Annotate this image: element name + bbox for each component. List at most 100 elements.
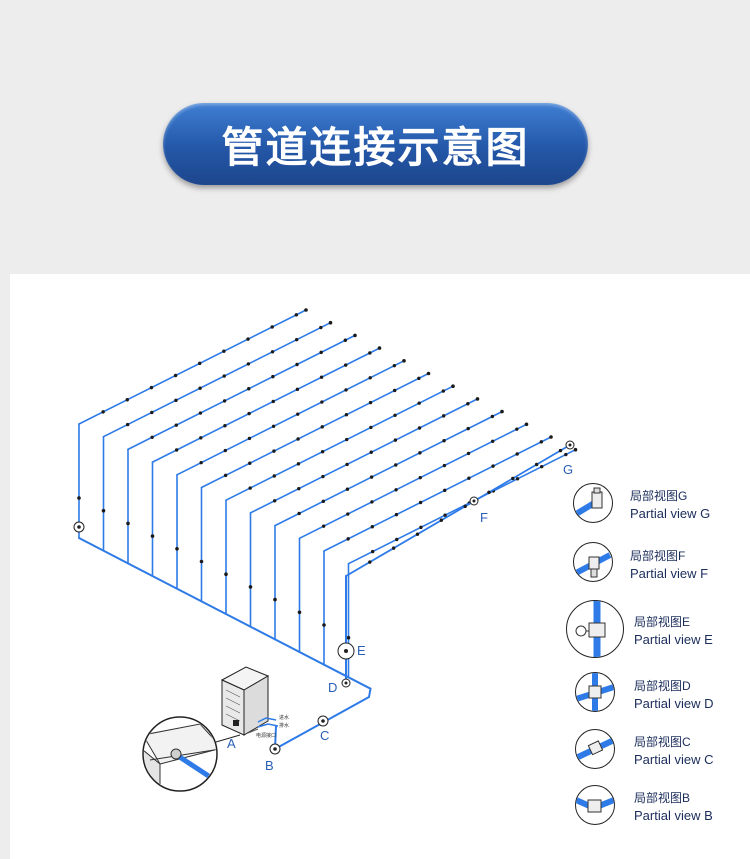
marker-f-ring xyxy=(469,496,479,506)
branch-end-cap xyxy=(573,447,578,452)
nozzle xyxy=(321,524,326,528)
branch-end-cap xyxy=(353,333,357,338)
nozzle xyxy=(222,399,227,403)
riser-fitting xyxy=(322,623,326,627)
nozzle xyxy=(511,476,515,481)
nozzle xyxy=(439,518,444,522)
nozzle xyxy=(101,410,105,414)
nozzle xyxy=(463,504,467,509)
inlet-label: 进水 xyxy=(279,714,289,721)
nozzle xyxy=(321,474,325,479)
nozzle xyxy=(443,513,447,517)
point-label-g: G xyxy=(563,462,573,477)
nozzle xyxy=(320,449,325,454)
nozzle xyxy=(466,402,470,406)
branch-end-cap xyxy=(549,435,553,439)
nozzle xyxy=(125,422,130,427)
nozzle xyxy=(539,464,544,469)
legend-e-en: Partial view E xyxy=(634,632,713,647)
legend-c-en: Partial view C xyxy=(634,752,714,767)
nozzle xyxy=(345,487,350,491)
nozzle xyxy=(223,448,227,453)
nozzle xyxy=(173,373,178,378)
nozzle xyxy=(415,532,420,536)
nozzle xyxy=(392,363,397,368)
nozzle xyxy=(491,464,495,468)
branch-pipe xyxy=(151,347,381,463)
elbow-fitting-icon xyxy=(573,483,613,523)
marker-c-ring xyxy=(317,715,329,727)
pipe-network xyxy=(77,308,578,750)
nozzle xyxy=(174,448,179,452)
branch-pipe xyxy=(176,359,405,476)
nozzle xyxy=(297,486,301,491)
nozzle xyxy=(271,399,275,404)
nozzle xyxy=(417,401,421,405)
nozzle xyxy=(149,385,154,390)
nozzle xyxy=(369,475,374,479)
riser-fitting xyxy=(77,496,81,500)
nozzle xyxy=(319,375,324,379)
nozzle xyxy=(174,398,178,403)
nozzle xyxy=(395,537,399,542)
nozzle xyxy=(394,463,398,467)
nozzle xyxy=(319,350,323,355)
nozzle xyxy=(564,452,568,457)
nozzle xyxy=(368,400,373,405)
detail-magnifier xyxy=(142,716,241,792)
misting-unit xyxy=(220,666,270,736)
legend-g-en: Partial view G xyxy=(630,506,711,521)
nozzle xyxy=(393,413,397,418)
nozzle xyxy=(295,362,299,367)
legend-b-cn: 局部视图B xyxy=(634,791,691,805)
legend-f-cn: 局部视图F xyxy=(630,549,686,563)
point-label-b: B xyxy=(265,758,274,773)
nozzle xyxy=(294,313,299,317)
nozzle xyxy=(295,387,300,392)
nozzle xyxy=(539,440,544,444)
legend-d-cn: 局部视图D xyxy=(634,679,691,693)
nozzle xyxy=(419,525,423,530)
nozzle xyxy=(394,512,399,517)
point-label-f: F xyxy=(480,510,488,525)
branch-pipe xyxy=(274,410,503,527)
marker-e-ring xyxy=(337,642,355,660)
point-label-a: A xyxy=(227,736,236,751)
nozzle xyxy=(272,474,276,478)
branch-end-cap xyxy=(451,384,455,389)
branch-end-cap xyxy=(377,346,382,350)
nozzle xyxy=(487,490,491,495)
nozzle xyxy=(319,325,323,330)
nozzle xyxy=(370,500,374,504)
nozzle xyxy=(515,477,520,481)
elbow-coupling-icon xyxy=(575,785,615,825)
nozzle xyxy=(296,462,301,466)
nozzle xyxy=(344,388,348,392)
nozzle xyxy=(368,376,372,380)
branch-pipe xyxy=(200,372,430,489)
nozzle xyxy=(199,460,203,465)
riser-fitting xyxy=(346,635,351,640)
nozzle xyxy=(198,361,202,366)
branch-end-cap xyxy=(500,409,504,414)
nozzle xyxy=(441,389,446,393)
nozzle xyxy=(370,525,374,529)
branch-end-cap xyxy=(304,308,308,312)
main-header-pipe xyxy=(78,537,372,690)
riser-fitting xyxy=(126,521,130,526)
nozzle xyxy=(369,450,373,454)
nozzle xyxy=(125,398,129,402)
nozzle xyxy=(246,362,251,366)
riser-fitting xyxy=(248,585,253,589)
nozzle xyxy=(248,461,252,465)
nozzle xyxy=(392,388,397,393)
branch-pipe xyxy=(345,444,571,577)
nozzle xyxy=(369,425,373,430)
nozzle xyxy=(394,488,398,492)
branch-end-cap xyxy=(328,320,333,325)
nozzle xyxy=(443,488,447,493)
straight-coupling-icon xyxy=(575,729,615,769)
nozzle xyxy=(417,376,421,381)
page-title: 管道连接示意图 xyxy=(221,122,530,172)
